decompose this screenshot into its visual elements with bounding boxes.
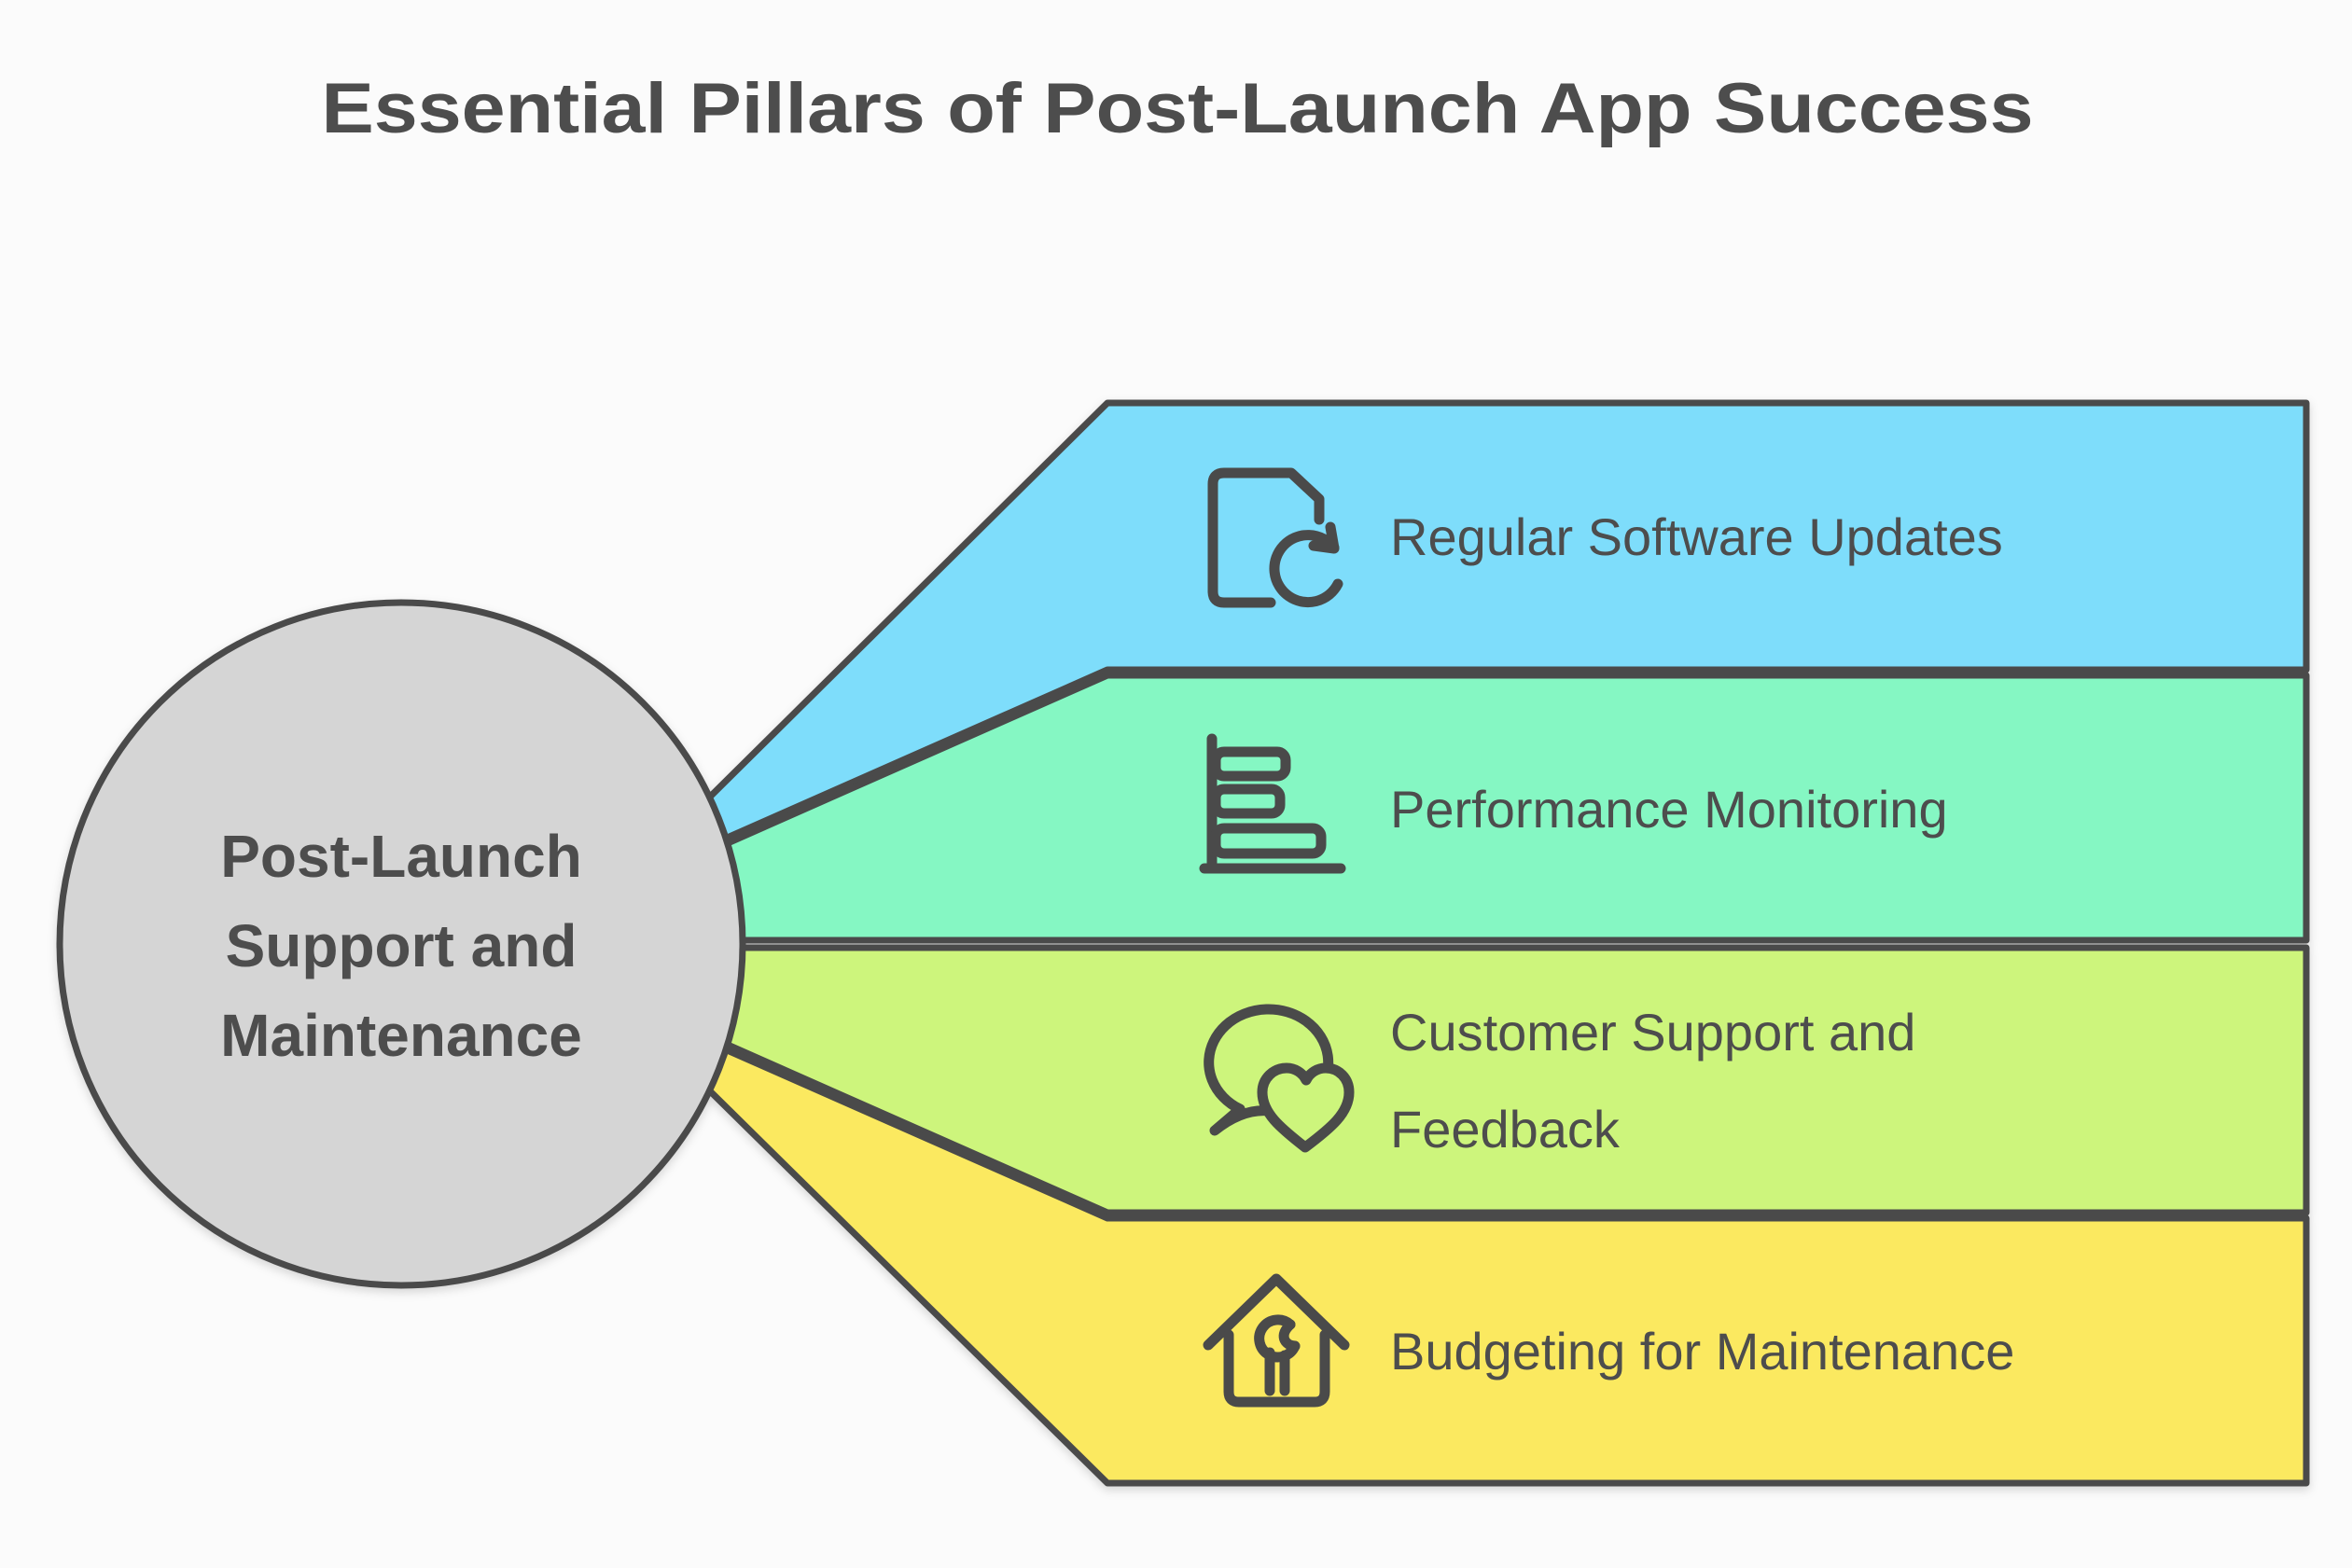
house-wrench-icon — [1203, 1273, 1350, 1408]
pillar-label-customer-support: Customer Support and Feedback — [1390, 1003, 1915, 1159]
center-label-line-1: Post-Launch — [220, 823, 582, 890]
center-label-line-3: Maintenance — [220, 1002, 582, 1069]
pillar-label-budgeting: Budgeting for Maintenance — [1390, 1322, 2014, 1381]
diagram-shapes — [56, 399, 2310, 1487]
pillar-label-customer-support-line-1: Customer Support and — [1390, 1003, 1915, 1062]
center-label-line-2: Support and — [226, 912, 578, 979]
pillar-label-regular-software-updates: Regular Software Updates — [1390, 507, 2003, 566]
page-title: Essential Pillars of Post-Launch App Suc… — [322, 69, 2034, 148]
bar-chart-icon — [1199, 733, 1346, 874]
chat-heart-icon — [1204, 1004, 1355, 1153]
document-refresh-icon — [1207, 467, 1343, 608]
center-node-label: Post-Launch Support and Maintenance — [220, 823, 582, 1069]
center-node-circle — [56, 599, 746, 1289]
pillar-label-customer-support-line-2: Feedback — [1390, 1100, 1621, 1159]
pillar-label-performance-monitoring: Performance Monitoring — [1390, 780, 1948, 839]
